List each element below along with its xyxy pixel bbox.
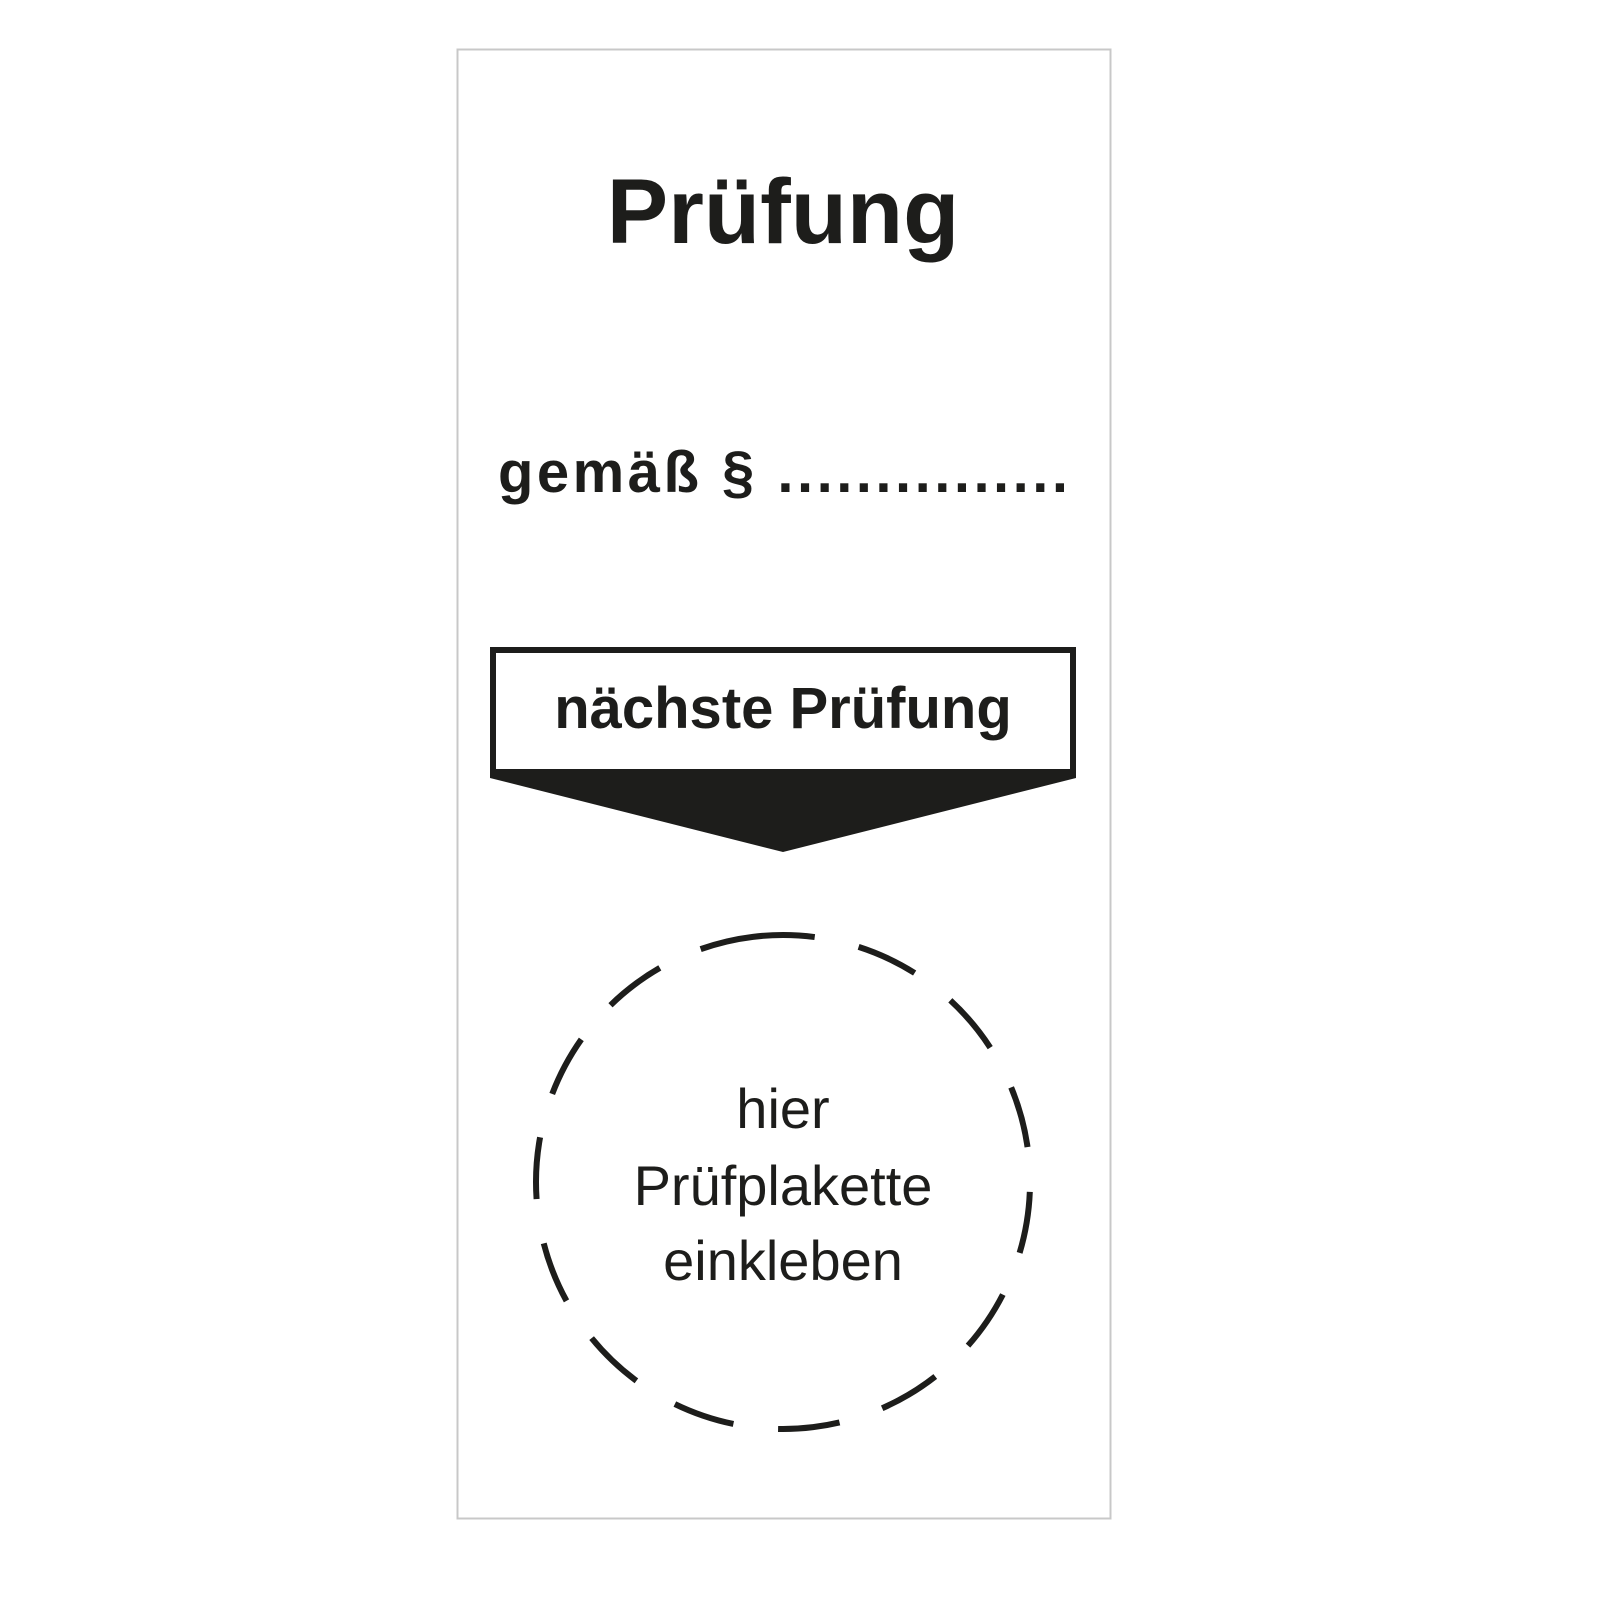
next-inspection-box [490,647,1076,775]
regulation-line: gemäß § ............... [498,440,1068,505]
sticker-hint-line2: Prüfplakette [634,1154,933,1217]
label-title: Prüfung [607,161,960,263]
arrow-down-icon [490,770,1076,852]
sticker-hint-line3: einkleben [663,1229,903,1292]
next-inspection-label: nächste Prüfung [554,676,1012,741]
sticker-placeholder-circle [533,932,1033,1432]
sticker-hint-line1: hier [736,1077,829,1140]
